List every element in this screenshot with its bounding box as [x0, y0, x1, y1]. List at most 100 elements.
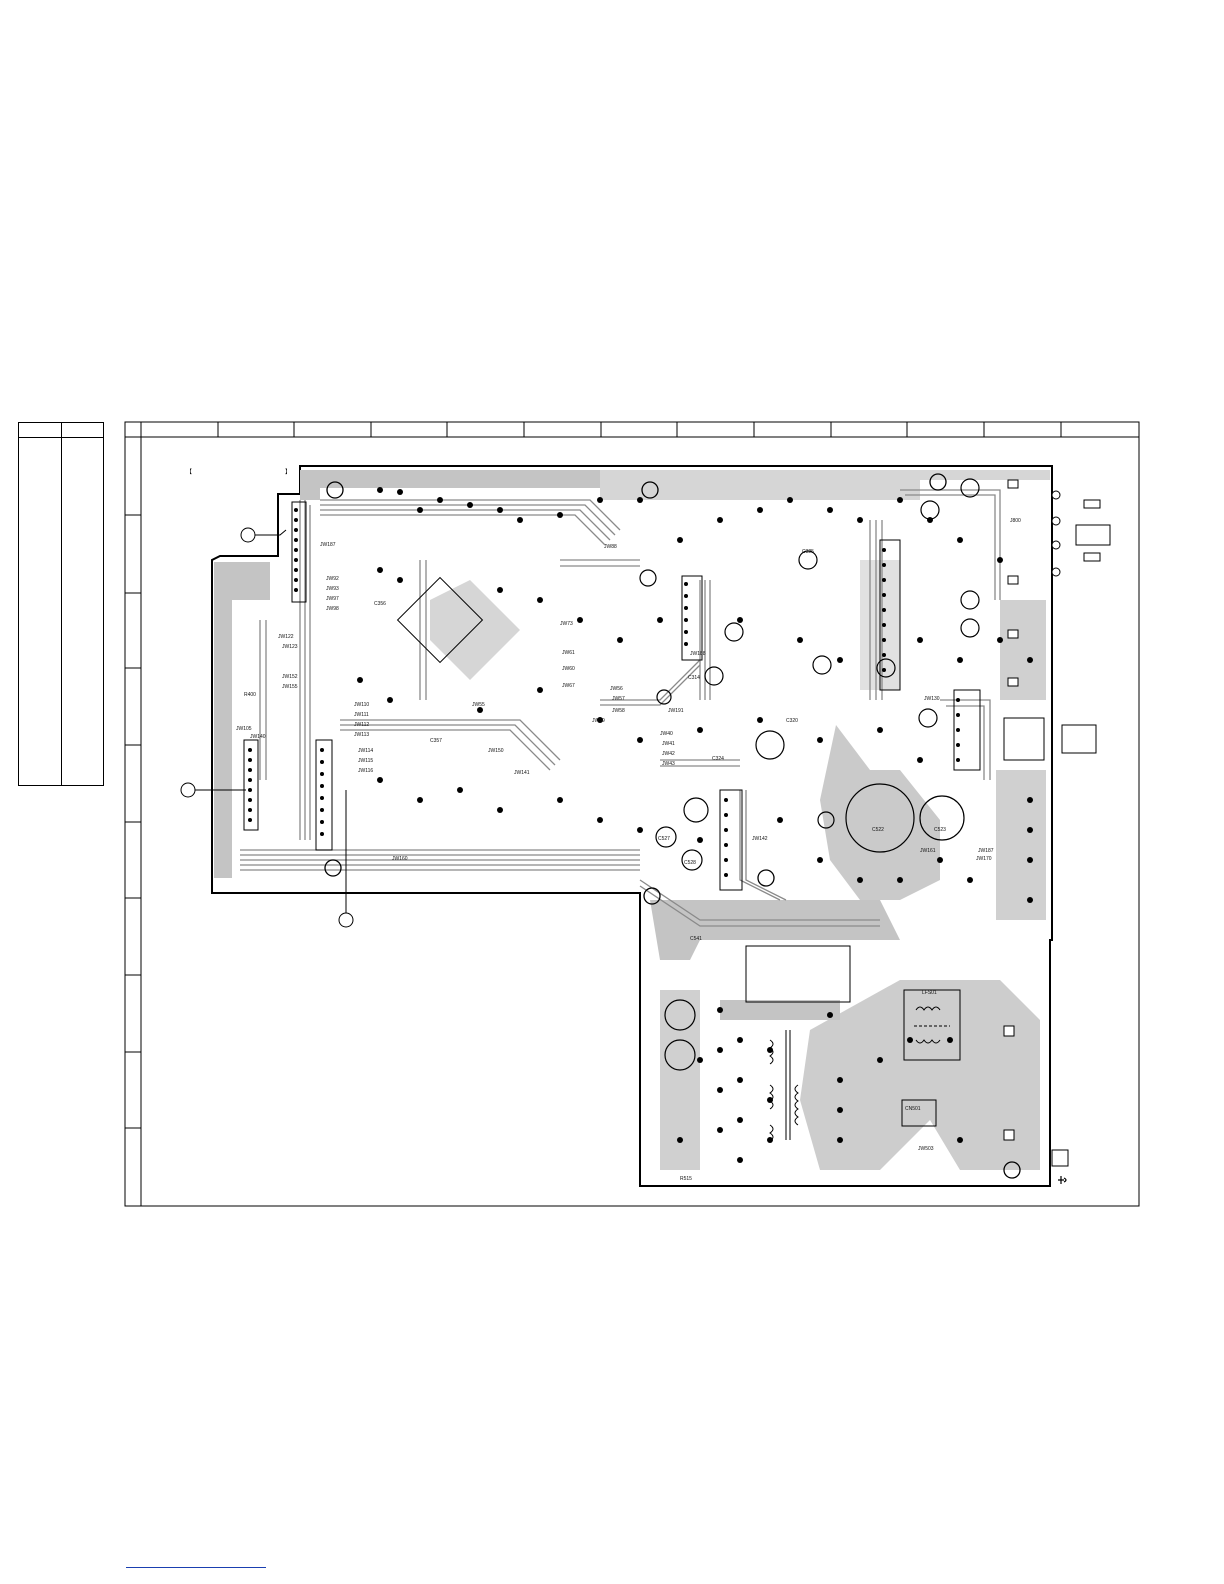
jumper-label: JW130 — [924, 696, 940, 702]
label-r515: R515 — [680, 1176, 692, 1182]
label-j800: J800 — [1010, 518, 1021, 524]
jumper-label: JW110 — [354, 702, 369, 708]
edge-connectors — [1003, 479, 1111, 1167]
jumper-label: JW105 — [236, 726, 252, 732]
transformer — [769, 989, 961, 1142]
callout-arrows — [195, 529, 347, 913]
jumper-label: JW98 — [326, 606, 339, 612]
label-c357: C357 — [430, 738, 442, 744]
ic-pins — [248, 508, 960, 877]
jumper-label: JW187 — [978, 848, 994, 854]
jumper-label: JW60 — [562, 666, 575, 672]
copper-pours — [214, 470, 1050, 1170]
jumper-label: JW113 — [354, 732, 369, 738]
label-c528: C528 — [684, 860, 696, 866]
board-outline — [211, 465, 1053, 1187]
ic-main-lower — [315, 739, 333, 851]
jumper-label: JW92 — [326, 576, 339, 582]
jumper-label: JW187 — [320, 542, 336, 548]
jumper-label: JW59 — [592, 718, 605, 724]
capacitor-c527 — [655, 826, 677, 848]
jumper-label: JW93 — [326, 586, 339, 592]
label-c523: C523 — [934, 827, 946, 833]
label-c356: C356 — [374, 601, 386, 607]
jumper-label: JW40 — [660, 731, 673, 737]
jumper-label: JW111 — [354, 712, 369, 718]
callout-markers — [180, 527, 354, 928]
label-c324: C324 — [712, 756, 724, 762]
line-filter-lfs01 — [903, 989, 961, 1061]
jumper-label: JW57 — [612, 696, 625, 702]
heatsink — [745, 945, 851, 1003]
ic-regulator — [719, 789, 743, 891]
ic-right — [879, 539, 901, 691]
jumper-label: JW160 — [392, 856, 408, 862]
label-c541: C541 — [690, 936, 702, 942]
label-c320: C320 — [786, 718, 798, 724]
bottom-link-rule — [126, 1567, 266, 1568]
label-jw503: JW503 — [918, 1146, 934, 1152]
large-capacitors — [639, 478, 980, 1071]
jumper-label: JW56 — [610, 686, 623, 692]
power-connector-cn501 — [901, 1099, 937, 1127]
ic-mid — [681, 575, 703, 661]
label-c522: C522 — [872, 827, 884, 833]
label-r400: R400 — [244, 692, 256, 698]
jumper-label: JW140 — [250, 734, 266, 740]
jumper-label: JW116 — [358, 768, 373, 774]
jumper-label: JW115 — [358, 758, 373, 764]
jumper-label: JW67 — [562, 683, 575, 689]
solder-pads — [357, 487, 1033, 1163]
label-c314: C314 — [688, 675, 700, 681]
capacitor-c324 — [683, 797, 709, 823]
jumper-label: JW73 — [560, 621, 573, 627]
jumper-label: JW42 — [662, 751, 675, 757]
label-c325: C325 — [802, 549, 814, 555]
jumper-label: JW114 — [358, 748, 373, 754]
jumper-label: JW97 — [326, 596, 339, 602]
reference-table — [18, 422, 104, 786]
label-cn501: CN501 — [905, 1106, 921, 1112]
jumper-label: JW152 — [282, 674, 298, 680]
jumper-label: JW188 — [690, 651, 706, 657]
label-lfs01: LFS01 — [922, 990, 937, 996]
jumper-label: JW58 — [612, 708, 625, 714]
capacitor-c528 — [681, 849, 703, 871]
title-bracket-left: 【 — [186, 469, 192, 476]
ic-dsp — [396, 576, 484, 664]
jumper-label: JW150 — [488, 748, 504, 754]
jumper-label: JW55 — [472, 702, 485, 708]
mounting-holes — [324, 473, 1021, 1179]
jumper-label: JW61 — [562, 650, 575, 656]
ic-packages — [243, 501, 981, 1003]
jumper-label: JW123 — [282, 644, 298, 650]
capacitor-c522 — [845, 783, 915, 853]
capacitor-c314 — [704, 666, 724, 686]
capacitor-c523 — [919, 795, 965, 841]
ic-right-lower — [953, 689, 981, 771]
grid-frame — [124, 421, 1140, 1207]
component-labels: LFS01 CN501 JW503 C522 C523 C527 C528 C3… — [244, 518, 1021, 1182]
jumper-label: JW170 — [976, 856, 992, 862]
signal-traces — [240, 489, 1001, 927]
jumper-label: JW155 — [282, 684, 298, 690]
jumper-label: JW122 — [278, 634, 294, 640]
label-c527: C527 — [658, 836, 670, 842]
ic-connector-lower-left — [243, 739, 259, 831]
ground-symbol — [1058, 1176, 1067, 1184]
jumper-labels: JW187 JW92 JW93 JW97 JW98 JW122 JW123 JW… — [236, 542, 994, 862]
jumper-label: JW161 — [920, 848, 936, 854]
capacitor-c533 — [664, 1039, 696, 1071]
jumper-label: JW141 — [514, 770, 530, 776]
reference-table-divider — [61, 423, 62, 785]
ic-connector-left — [291, 501, 307, 603]
capacitor-c532 — [664, 999, 696, 1031]
jumper-label: JW191 — [668, 708, 684, 714]
jumper-label: JW88 — [604, 544, 617, 550]
jumper-label: JW142 — [752, 836, 768, 842]
title-bracket-right: 】 — [285, 469, 291, 476]
jumper-label: JW112 — [354, 722, 369, 728]
jumper-label: JW41 — [662, 741, 675, 747]
capacitor-c320 — [755, 730, 785, 760]
